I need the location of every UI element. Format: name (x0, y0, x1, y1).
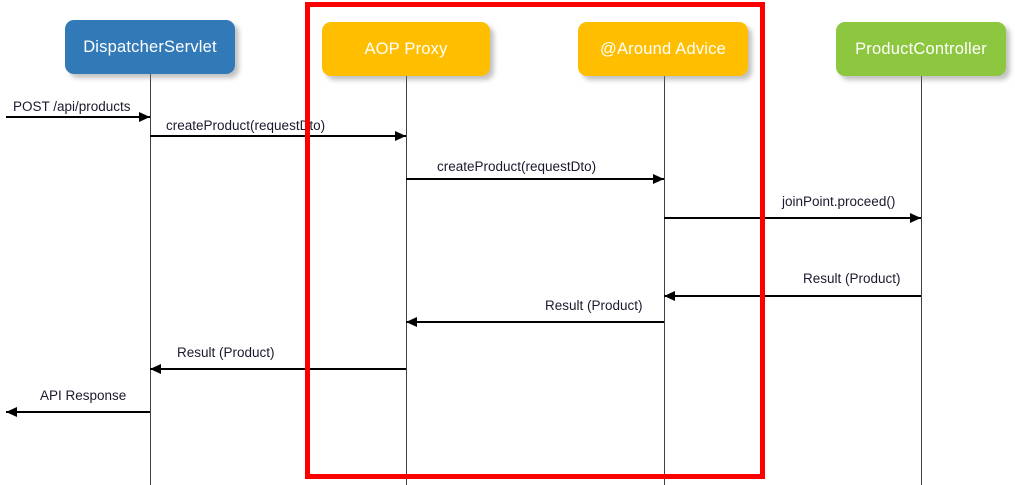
lifeline-aop_proxy (406, 76, 407, 485)
arrow-head-right-icon (910, 213, 921, 223)
arrow-head-left-icon (150, 364, 161, 374)
message-line-m5 (664, 295, 921, 297)
lifeline-around (664, 76, 665, 485)
participant-dispatcher[interactable]: DispatcherServlet (65, 20, 235, 74)
participant-controller[interactable]: ProductController (836, 22, 1006, 76)
message-label-m1: POST /api/products (13, 99, 131, 114)
arrow-head-left-icon (406, 317, 417, 327)
message-line-m2 (150, 135, 406, 137)
message-label-m8: API Response (40, 388, 127, 403)
message-label-m3: createProduct(requestDto) (437, 159, 597, 174)
message-label-m2: createProduct(requestDto) (166, 118, 326, 133)
participant-aop_proxy[interactable]: AOP Proxy (322, 22, 490, 76)
message-label-m5: Result (Product) (803, 271, 901, 286)
message-line-m8 (6, 411, 150, 413)
lifeline-controller (921, 76, 922, 485)
message-line-m6 (406, 321, 664, 323)
message-line-m1 (6, 116, 150, 118)
lifeline-dispatcher (150, 74, 151, 485)
arrow-head-right-icon (395, 131, 406, 141)
message-line-m7 (150, 368, 406, 370)
arrow-head-right-icon (653, 174, 664, 184)
message-line-m3 (406, 178, 664, 180)
participant-around[interactable]: @Around Advice (578, 22, 748, 76)
message-label-m7: Result (Product) (177, 345, 275, 360)
arrow-head-right-icon (139, 112, 150, 122)
message-label-m6: Result (Product) (545, 298, 643, 313)
message-label-m4: joinPoint.proceed() (782, 194, 896, 209)
arrow-head-left-icon (6, 407, 17, 417)
message-line-m4 (664, 217, 921, 219)
arrow-head-left-icon (664, 291, 675, 301)
